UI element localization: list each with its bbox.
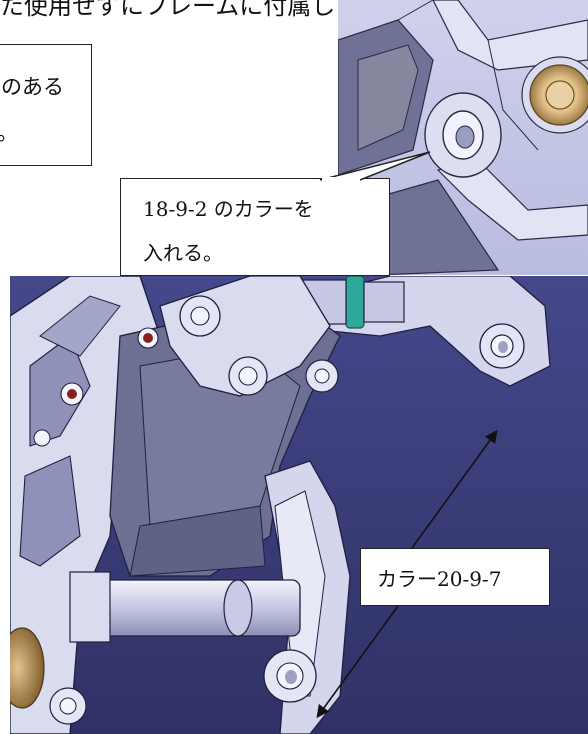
callout-1-line-2: 入れる。 [143,241,223,265]
left-note-box: のある 。 [0,44,92,166]
left-note-line-2: 。 [0,117,18,147]
callout-2-line-1: カラー20-9-7 [377,567,502,591]
callout-1-tail [319,151,431,181]
callout-box-2: カラー20-9-7 [360,548,550,606]
cad-render-lower-image [10,276,588,734]
cad-lower-svg [10,276,588,734]
callout-1-line-1: 18-9-2 のカラーを [143,197,314,221]
left-note-line-1: のある [1,75,64,99]
